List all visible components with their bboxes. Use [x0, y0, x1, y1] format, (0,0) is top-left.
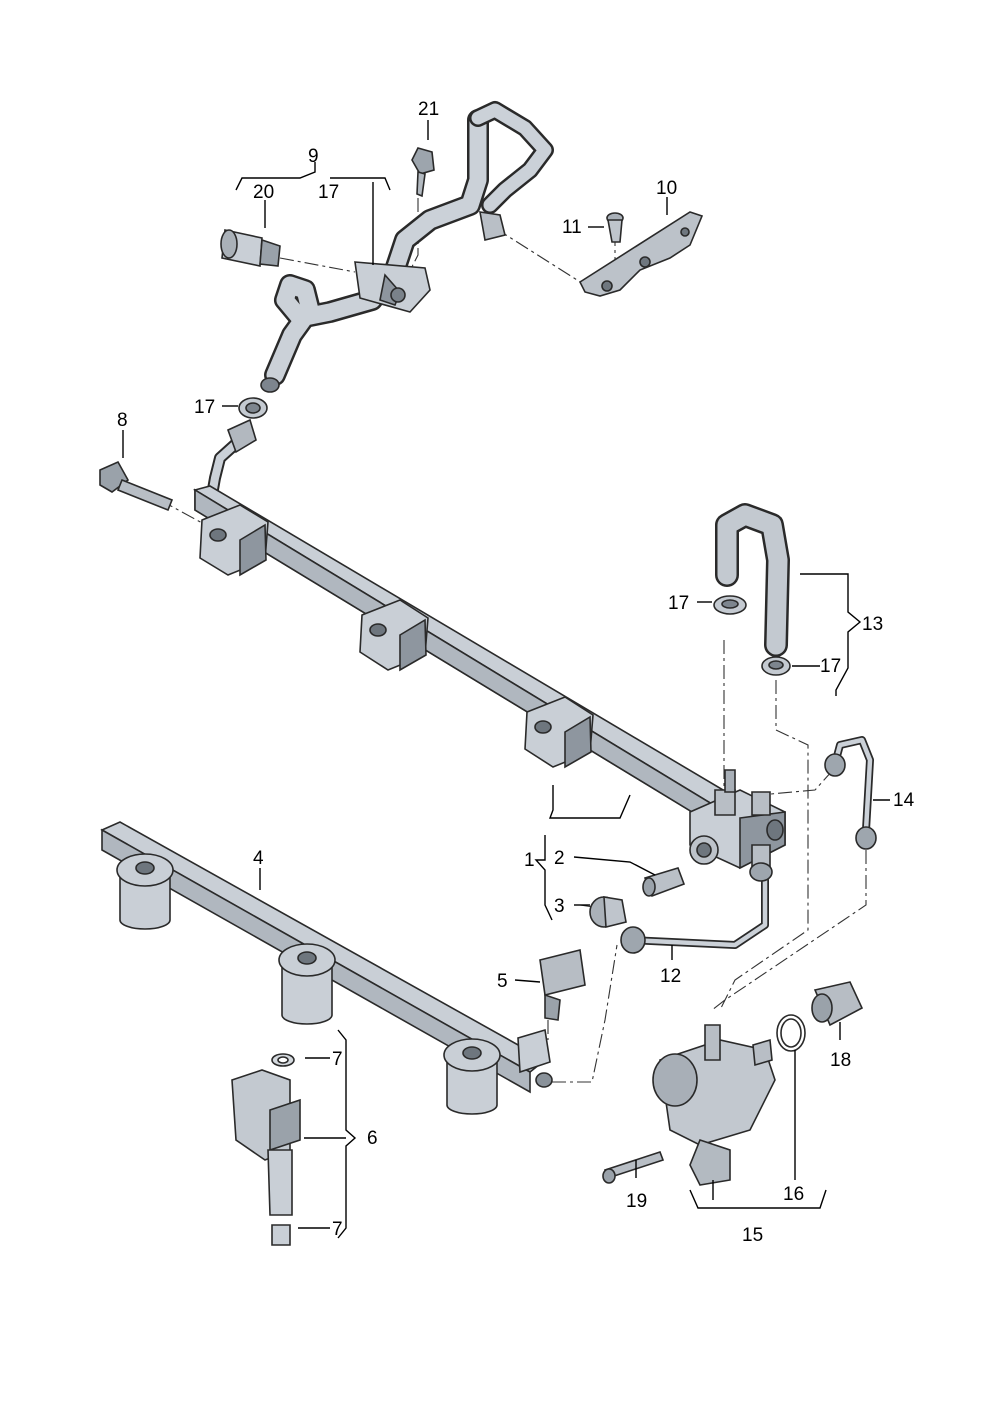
high-pressure-line-12 — [620, 862, 773, 954]
bracket-10 — [578, 211, 704, 297]
injector-6 — [231, 1053, 301, 1246]
label-7-bottom: 7 — [332, 1219, 343, 1240]
o-ring-16 — [776, 1014, 806, 1052]
return-hose-assembly — [206, 101, 554, 506]
hose-clamp-13a — [713, 595, 747, 615]
label-18: 18 — [830, 1050, 851, 1071]
label-15: 15 — [742, 1225, 763, 1246]
label-17-clamp: 17 — [194, 397, 215, 418]
label-4: 4 — [253, 848, 264, 869]
label-19: 19 — [626, 1191, 647, 1212]
bolt-8 — [99, 460, 174, 512]
label-7-top: 7 — [332, 1049, 343, 1070]
leader-lines — [122, 120, 890, 1239]
label-1: 1 — [524, 850, 535, 871]
plug-3 — [589, 896, 627, 929]
line-14 — [824, 736, 877, 850]
bolt-11 — [606, 212, 624, 243]
label-20: 20 — [253, 182, 274, 203]
label-17-lower: 17 — [820, 656, 841, 677]
label-3: 3 — [554, 896, 565, 917]
pressure-valve-2 — [642, 867, 686, 898]
label-6: 6 — [367, 1128, 378, 1149]
high-pressure-pump-15 — [652, 1024, 776, 1186]
callout-labels: 21 9 20 17 10 11 17 8 17 13 17 14 1 2 4 … — [117, 99, 915, 1246]
pressure-sensor-5 — [539, 949, 586, 1021]
assembly-lines — [159, 198, 867, 1083]
label-5: 5 — [497, 971, 508, 992]
label-8: 8 — [117, 410, 128, 431]
label-21: 21 — [418, 99, 439, 120]
label-11: 11 — [562, 217, 582, 238]
label-17-upper: 17 — [318, 182, 339, 203]
fuel-rail-1 — [192, 485, 786, 871]
bolt-19 — [602, 1151, 665, 1184]
label-2: 2 — [554, 848, 565, 869]
label-12: 12 — [660, 966, 681, 987]
hose-13 — [715, 503, 790, 657]
label-13: 13 — [862, 614, 883, 635]
label-9: 9 — [308, 146, 319, 167]
fuel-rail-4 — [100, 821, 553, 1115]
cap-18 — [811, 981, 864, 1027]
label-14: 14 — [893, 790, 915, 811]
label-10: 10 — [656, 178, 677, 199]
hose-clamp-upper — [238, 397, 268, 419]
hose-clamp-13b — [761, 656, 791, 676]
label-17-hose: 17 — [668, 593, 689, 614]
label-16: 16 — [783, 1184, 804, 1205]
bolt-21 — [411, 147, 435, 198]
pressure-sensor-20 — [220, 229, 281, 267]
